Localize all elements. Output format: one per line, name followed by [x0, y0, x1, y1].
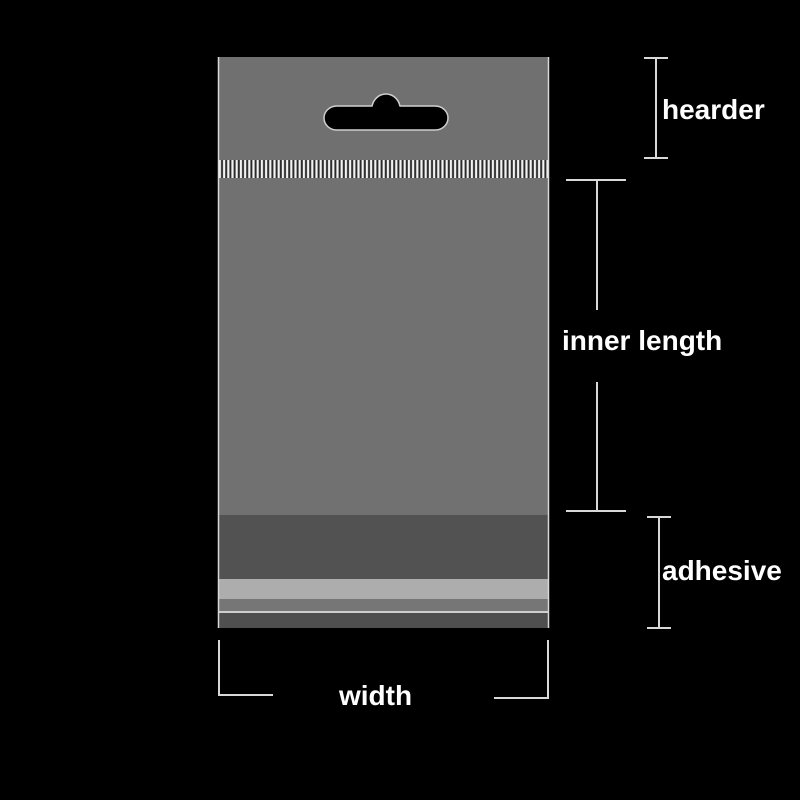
perforation-line — [218, 160, 549, 178]
bag-body — [218, 178, 549, 515]
adhesive-dimension-bracket — [647, 516, 671, 629]
inner-length-label: inner length — [562, 325, 723, 356]
bag — [217, 57, 550, 628]
adhesive-band — [218, 515, 549, 579]
header-label: hearder — [662, 94, 765, 125]
width-dimension-bracket — [218, 640, 549, 699]
flap-bottom — [218, 613, 549, 628]
flap-strip — [218, 599, 549, 611]
release-strip — [218, 579, 549, 599]
flap-edge-line — [218, 611, 549, 613]
header-dimension-bracket — [644, 57, 668, 159]
hang-hole-icon — [323, 93, 449, 131]
width-label: width — [339, 680, 413, 711]
adhesive-label: adhesive — [662, 555, 782, 586]
inner-length-dimension-bracket — [566, 179, 626, 512]
